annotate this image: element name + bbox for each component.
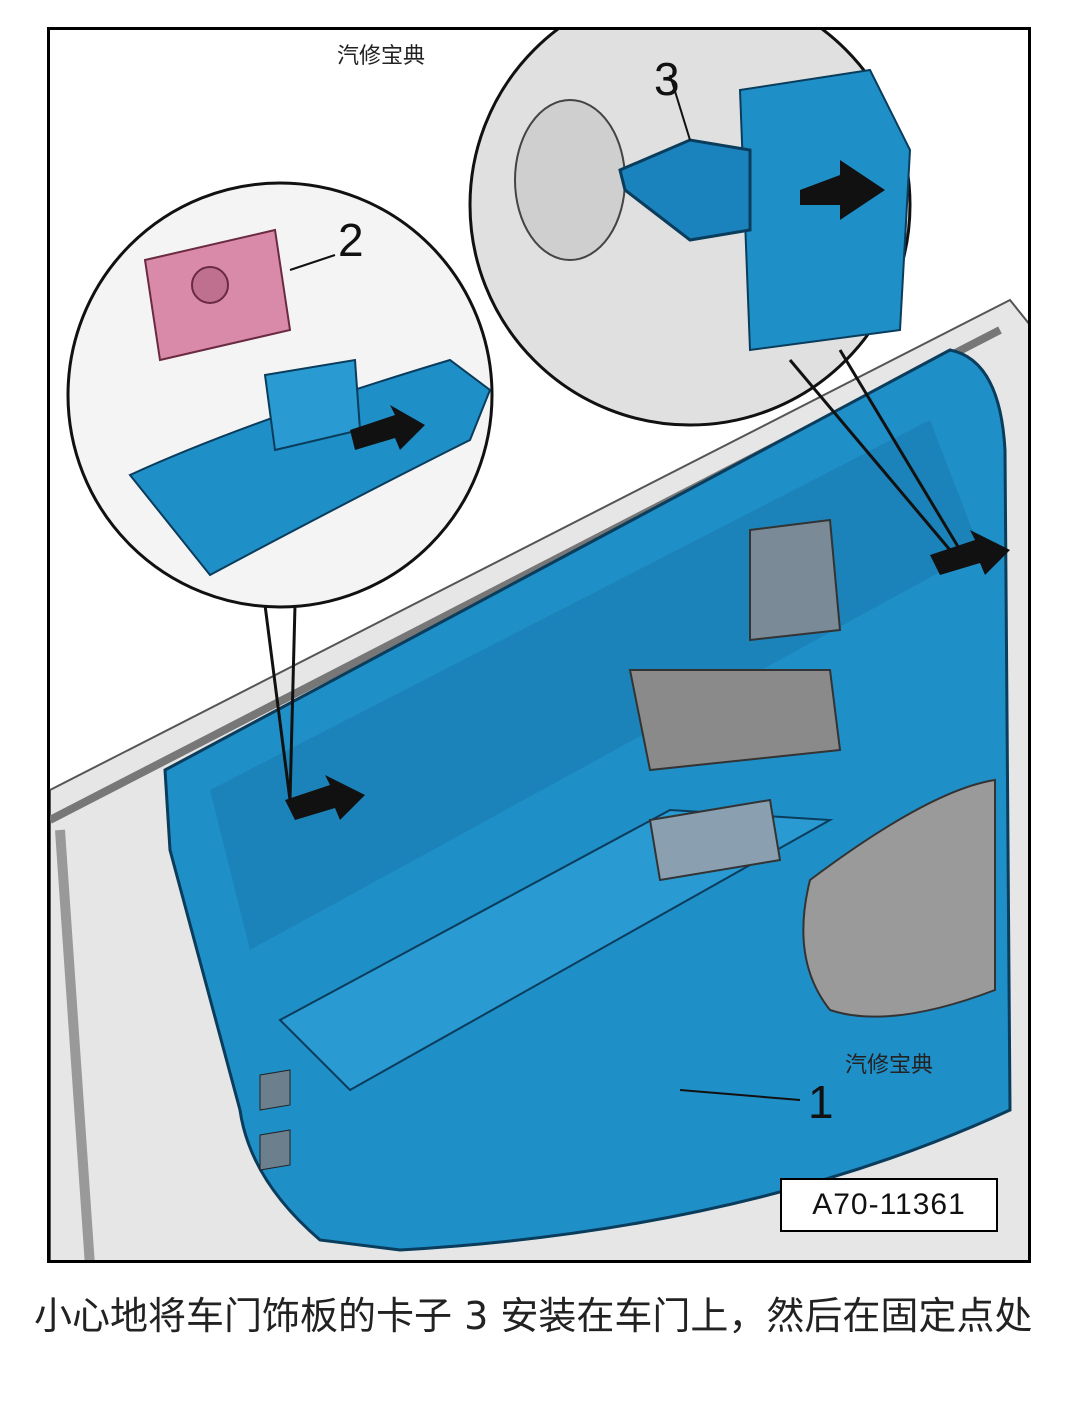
watermark-bottom: 汽修宝典 [845,1053,934,1078]
figure-reference: A70-11361 [780,1178,998,1232]
illustration-graphic [50,30,1028,1260]
callout-1: 1 [808,1076,834,1128]
door-panel-illustration: 汽修宝典 汽修宝典 3 2 1 A70-11361 [47,27,1031,1263]
callout-2: 2 [338,214,364,266]
watermark-top: 汽修宝典 [337,44,426,69]
callout-3: 3 [654,53,680,105]
instruction-caption: 小心地将车门饰板的卡子 3 安装在车门上，然后在固定点处 [34,1294,1033,1338]
